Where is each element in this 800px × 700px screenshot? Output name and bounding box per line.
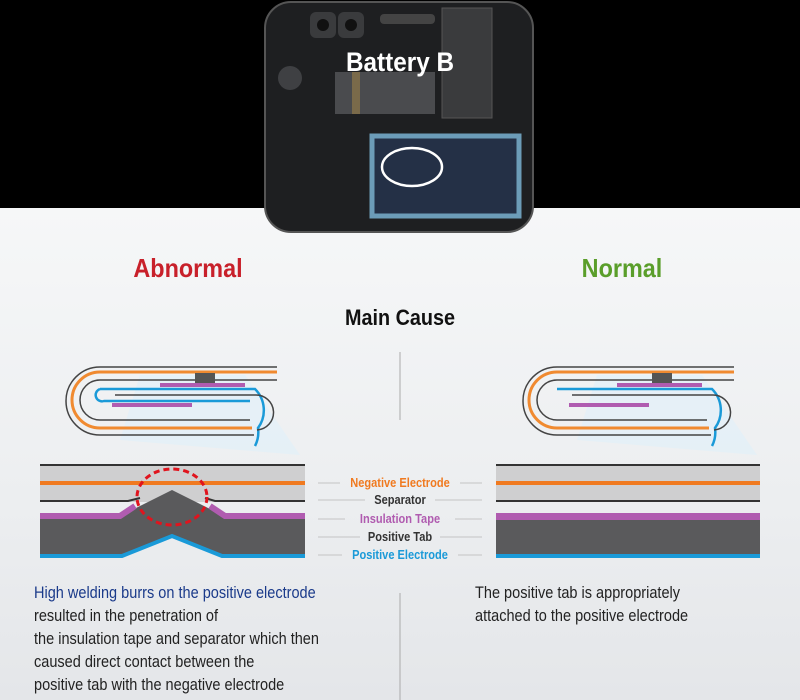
- jellyroll-normal: [522, 366, 757, 455]
- legend-positive-tab: Positive Tab: [367, 529, 433, 544]
- legend-positive-electrode: Positive Electrode: [352, 547, 448, 562]
- normal-description: The positive tab is appropriately attach…: [475, 584, 689, 625]
- abnormal-highlight: High welding burrs on the positive elect…: [34, 584, 316, 602]
- legend-leader-lines: [318, 482, 482, 556]
- legend-negative-electrode: Negative Electrode: [350, 475, 450, 490]
- normal-heading: Normal: [581, 253, 663, 283]
- legend-insulation-tape: Insulation Tape: [359, 511, 441, 526]
- abnormal-description: High welding burrs on the positive elect…: [34, 584, 319, 694]
- battery-b-title: Battery B: [345, 47, 455, 77]
- burr-highlight-circle: [135, 467, 209, 527]
- abnormal-heading: Abnormal: [133, 253, 243, 283]
- jellyroll-abnormal: [65, 366, 300, 455]
- abnormal-rest: resulted in the penetration of: [34, 607, 219, 625]
- phone-xray-image: [264, 1, 534, 233]
- cross-section-abnormal: [40, 464, 305, 558]
- cross-section-normal: [496, 464, 760, 558]
- main-cause-heading: Main Cause: [344, 305, 456, 330]
- legend-separator: Separator: [374, 492, 426, 507]
